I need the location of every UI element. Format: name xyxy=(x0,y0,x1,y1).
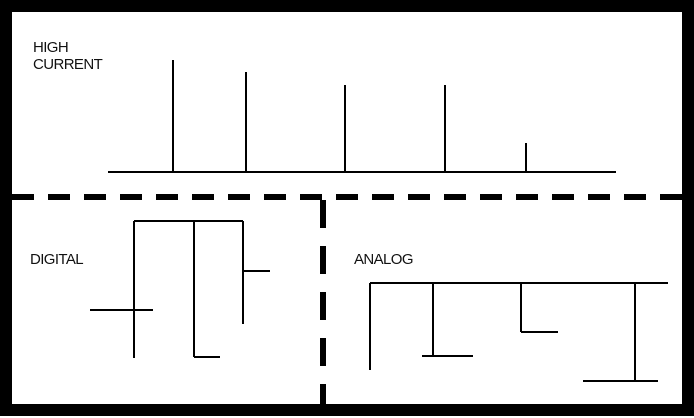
analog-label: ANALOG xyxy=(354,251,413,268)
digital-region: DIGITAL xyxy=(30,220,270,358)
high-current-region: HIGH CURRENT xyxy=(33,39,616,173)
high-current-traces xyxy=(108,60,616,173)
high-current-label-line1: HIGH xyxy=(33,39,68,56)
digital-label: DIGITAL xyxy=(30,251,83,268)
analog-region: ANALOG xyxy=(354,251,668,382)
high-current-label-line2: CURRENT xyxy=(33,56,103,73)
analog-traces xyxy=(369,282,668,382)
digital-traces xyxy=(90,220,270,358)
